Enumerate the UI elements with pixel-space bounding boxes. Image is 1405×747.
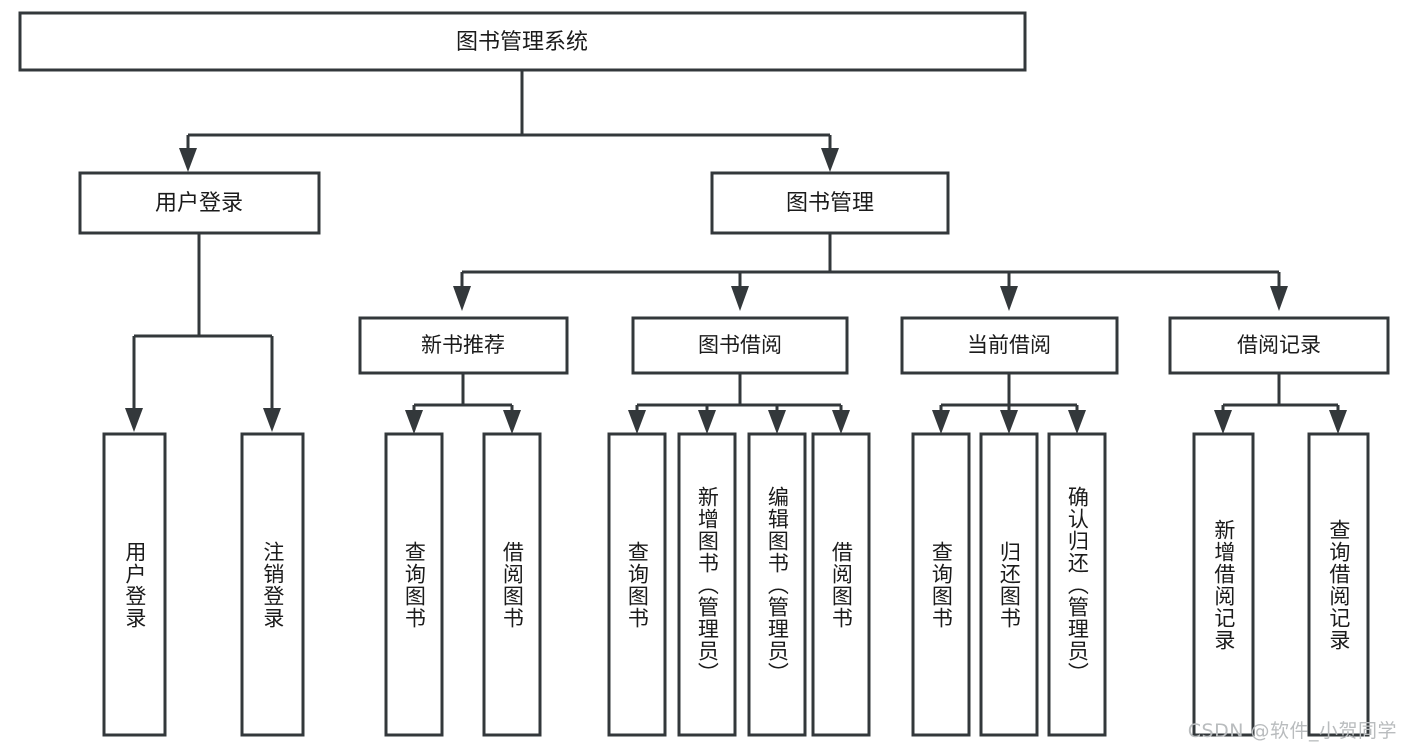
node-book-borrow-label: 图书借阅 — [698, 333, 782, 357]
arrow-head-bb-leaf-3 — [768, 410, 786, 434]
node-current-borrow-label: 当前借阅 — [967, 333, 1051, 357]
leaf-box-user-login[interactable] — [102, 432, 167, 737]
arrow-head-cb-leaf-1 — [932, 410, 950, 434]
connector-new-book-to-leaves — [405, 373, 521, 434]
leaf-box-cb-confirm-return[interactable] — [1047, 432, 1107, 737]
arrow-head-bb-leaf-4 — [832, 410, 850, 434]
leaf-box-br-query-record[interactable] — [1307, 432, 1370, 737]
node-borrow-record[interactable]: 借阅记录 — [1168, 316, 1390, 375]
node-current-borrow[interactable]: 当前借阅 — [900, 316, 1119, 375]
arrow-head-bb-leaf-2 — [698, 410, 716, 434]
node-new-book[interactable]: 新书推荐 — [358, 316, 569, 375]
arrow-head-leaf-user-login — [125, 408, 143, 432]
node-user-login-label: 用户登录 — [155, 191, 243, 216]
leaf-box-bb-query-book[interactable] — [607, 432, 667, 737]
node-new-book-box[interactable] — [358, 316, 569, 375]
arrow-head-bb-leaf-1 — [628, 410, 646, 434]
connector-root-to-level2 — [179, 70, 839, 172]
node-book-manage-box[interactable] — [710, 171, 950, 235]
connector-book-manage-to-level3 — [453, 233, 1288, 311]
arrow-head-new-book — [453, 286, 471, 311]
arrow-head-br-leaf-1 — [1214, 410, 1232, 434]
node-book-manage[interactable]: 图书管理 — [710, 171, 950, 235]
arrow-head-book-borrow — [731, 286, 749, 311]
connector-current-borrow-to-leaves — [932, 373, 1086, 434]
leaf-box-br-add-record[interactable] — [1192, 432, 1255, 737]
node-current-borrow-box[interactable] — [900, 316, 1119, 375]
connector-user-login-to-leaves — [125, 233, 281, 432]
node-book-manage-label: 图书管理 — [786, 191, 874, 216]
leaf-box-nb-borrow-book[interactable] — [482, 432, 542, 737]
arrow-head-br-leaf-2 — [1329, 410, 1347, 434]
node-root[interactable]: 图书管理系统 — [18, 11, 1027, 72]
node-borrow-record-box[interactable] — [1168, 316, 1390, 375]
leaf-box-cb-query-book[interactable] — [911, 432, 971, 737]
arrow-head-borrow-record — [1270, 286, 1288, 311]
leaf-box-logout[interactable] — [240, 432, 305, 737]
csdn-watermark: CSDN @软件_小贺同学 — [1187, 720, 1397, 742]
arrow-head-user-login — [179, 148, 197, 172]
arrow-head-nb-leaf-1 — [405, 410, 423, 434]
arrow-head-book-manage — [821, 148, 839, 172]
node-borrow-record-label: 借阅记录 — [1237, 333, 1321, 357]
leaf-box-bb-edit-book[interactable] — [747, 432, 807, 737]
node-book-borrow[interactable]: 图书借阅 — [631, 316, 849, 375]
arrow-head-cb-leaf-3 — [1068, 410, 1086, 434]
arrow-head-current-borrow — [1000, 286, 1018, 311]
leaf-box-bb-add-book[interactable] — [677, 432, 737, 737]
arrow-head-nb-leaf-2 — [503, 410, 521, 434]
node-root-label: 图书管理系统 — [456, 30, 588, 55]
node-book-borrow-box[interactable] — [631, 316, 849, 375]
leaf-box-nb-query-book[interactable] — [384, 432, 444, 737]
arrow-head-cb-leaf-2 — [1000, 410, 1018, 434]
connector-book-borrow-to-leaves — [628, 373, 850, 434]
connector-borrow-record-to-leaves — [1214, 373, 1347, 434]
node-user-login[interactable]: 用户登录 — [78, 171, 321, 235]
leaf-box-bb-borrow-book[interactable] — [811, 432, 871, 737]
node-new-book-label: 新书推荐 — [421, 333, 505, 357]
node-root-box[interactable] — [18, 11, 1027, 72]
leaf-box-cb-return-book[interactable] — [979, 432, 1039, 737]
arrow-head-leaf-logout — [263, 408, 281, 432]
